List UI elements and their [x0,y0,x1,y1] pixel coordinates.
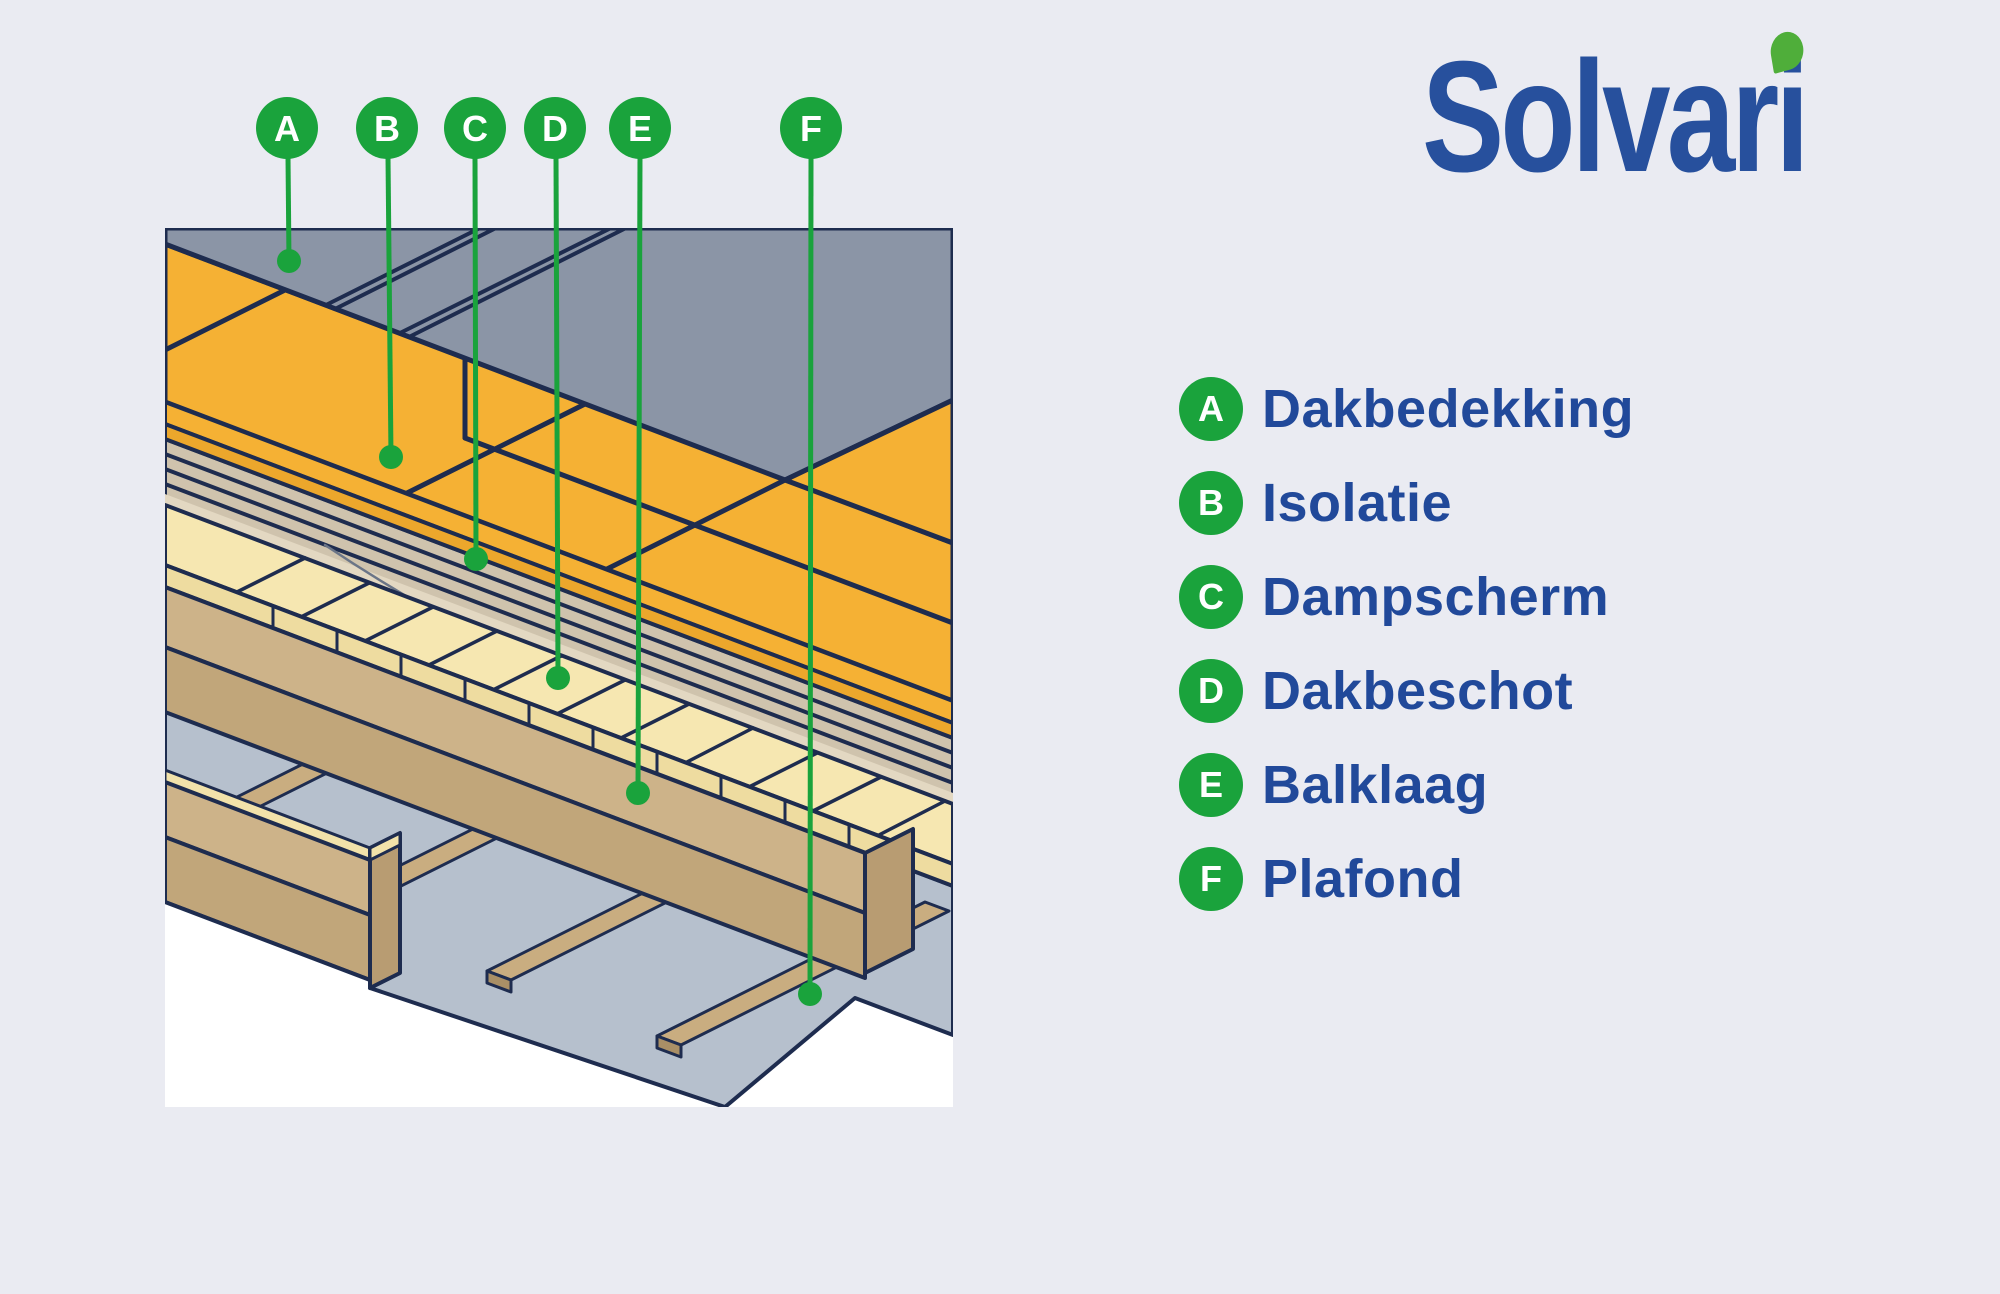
legend-badge-d: D [1179,659,1243,723]
marker-a-bubble [256,97,318,159]
logo-text: Solvar [1422,29,1779,205]
marker-f-letter: F [800,108,822,149]
legend-label-dampscherm: Dampscherm [1262,567,1610,627]
legend-badge-c: C [1179,565,1243,629]
legend-badge-a: A [1179,377,1243,441]
legend-badge-b: B [1179,471,1243,535]
marker-e-dot [626,781,650,805]
legend-item-dakbeschot: D Dakbeschot [1179,659,1634,723]
dakbeschot-front-edge [165,563,953,888]
marker-b-letter: B [374,108,400,149]
roofing-seams [324,228,628,339]
marker-b: B [356,97,418,469]
marker-a-letter: A [274,108,300,149]
joist-end [863,827,915,975]
plank-end-seams [271,604,915,873]
legend-item-dakbedekking: A Dakbedekking [1179,377,1634,441]
cutaway-whitespace [165,831,953,1107]
joist-side [165,645,867,980]
marker-e: E [609,97,671,805]
solvari-logo: Solvari [1422,28,1810,196]
marker-e-letter: E [628,108,652,149]
marker-f-bubble [780,97,842,159]
callout-markers: A B C D [256,97,842,1006]
legend-item-dampscherm: C Dampscherm [1179,565,1634,629]
marker-b-dot [379,445,403,469]
legend-badge-f: F [1179,847,1243,911]
legend-label-dakbeschot: Dakbeschot [1262,661,1574,721]
marker-c-bubble [444,97,506,159]
plank-seams [235,556,947,838]
legend-label-isolatie: Isolatie [1262,473,1453,533]
marker-a: A [256,97,318,273]
legend-item-plafond: F Plafond [1179,847,1634,911]
marker-c-letter: C [462,108,488,149]
logo-letter-i: i [1767,28,1810,196]
marker-e-bubble [609,97,671,159]
marker-f: F [780,97,842,1006]
legend-item-balklaag: E Balklaag [1179,753,1634,817]
board-step-edge [462,435,953,626]
marker-c-dot [464,547,488,571]
legend-label-balklaag: Balklaag [1262,755,1489,815]
marker-a-dot [277,249,301,273]
marker-b-bubble [356,97,418,159]
marker-d-letter: D [542,108,568,149]
legend-label-dakbedekking: Dakbedekking [1262,379,1635,439]
legend-item-isolatie: B Isolatie [1179,471,1634,535]
insulation-corner [782,397,953,546]
marker-c: C [444,97,506,571]
marker-d-dot [546,666,570,690]
marker-d-bubble [524,97,586,159]
marker-f-dot [798,982,822,1006]
marker-d: D [524,97,586,690]
legend: A Dakbedekking B Isolatie C Dampscherm D… [1179,377,1634,941]
legend-label-plafond: Plafond [1262,849,1464,909]
legend-badge-e: E [1179,753,1243,817]
